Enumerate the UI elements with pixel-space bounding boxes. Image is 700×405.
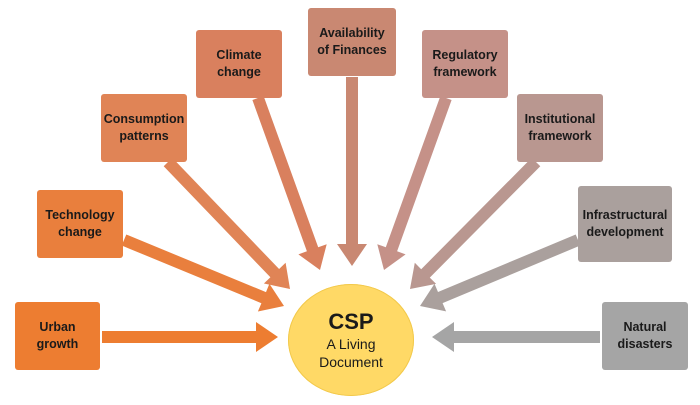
factor-technology-change: Technology change — [37, 190, 123, 258]
factor-institutional-framework: Institutional framework — [517, 94, 603, 162]
factor-urban-growth: Urban growth — [15, 302, 100, 370]
arrow-1 — [121, 234, 284, 312]
csp-center-circle: CSP A Living Document — [288, 284, 414, 396]
arrow-3 — [252, 96, 327, 270]
csp-subtitle: A Living Document — [319, 336, 383, 370]
arrow-5 — [377, 96, 452, 270]
arrow-8 — [432, 322, 600, 352]
csp-title: CSP — [328, 309, 374, 334]
arrow-6 — [410, 157, 541, 289]
factor-natural-disasters: Natural disasters — [602, 302, 688, 370]
factor-availability-of-finances: Availability of Finances — [308, 8, 396, 76]
factor-climate-change: Climate change — [196, 30, 282, 98]
factor-consumption-patterns: Consumption patterns — [101, 94, 187, 162]
arrow-7 — [420, 234, 581, 312]
arrow-2 — [163, 157, 290, 289]
arrow-4 — [337, 77, 367, 266]
arrow-0 — [102, 322, 278, 352]
factor-regulatory-framework: Regulatory framework — [422, 30, 508, 98]
factor-infrastructural-development: Infrastructural development — [578, 186, 672, 262]
